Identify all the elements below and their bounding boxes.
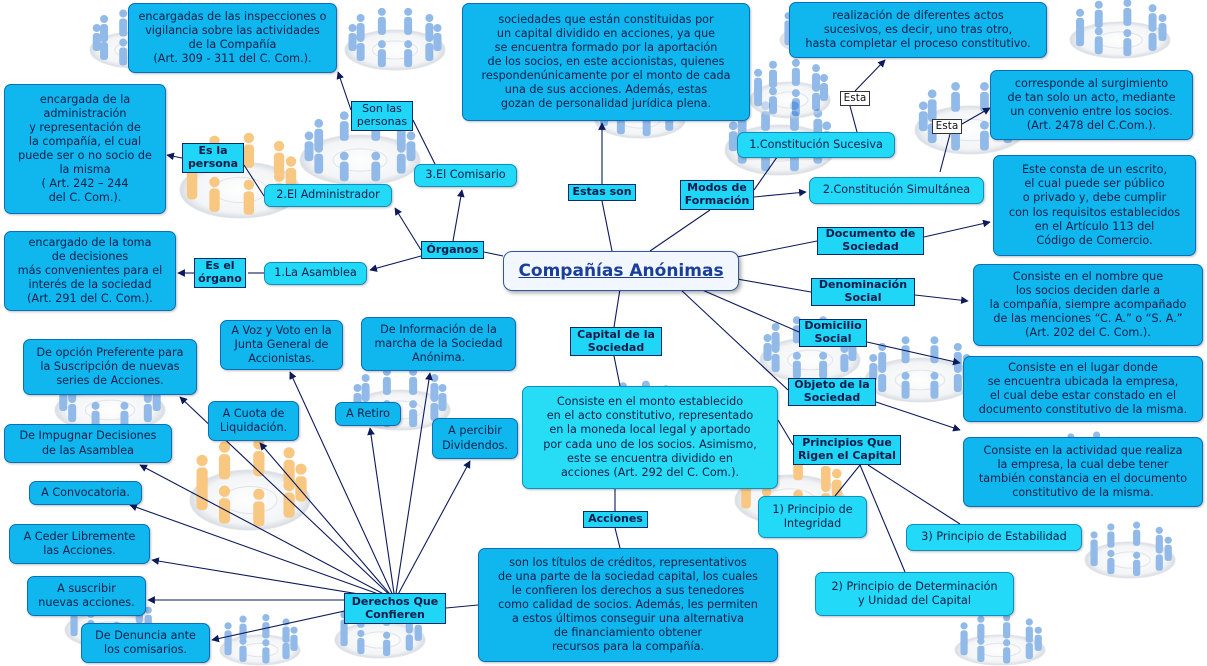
derecho-impugnar[interactable]: De Impugnar Decisiones de las Asamblea <box>4 424 172 463</box>
derecho-denuncia[interactable]: De Denuncia ante los comisarios. <box>81 623 210 663</box>
derecho-voz-voto[interactable]: A Voz y Voto en la Junta General de Acci… <box>220 320 343 370</box>
principio-determinacion-node[interactable]: 2) Principio de Determinación y Unidad d… <box>815 572 1014 616</box>
constitucion-simultanea-node[interactable]: 2.Constitución Simultánea <box>809 177 984 204</box>
esta-label-1[interactable]: Esta <box>840 91 870 106</box>
principio-integridad-node[interactable]: 1) Principio de Integridad <box>758 496 867 538</box>
es-el-organo-label[interactable]: Es el órgano <box>194 258 246 288</box>
comisario-description[interactable]: encargadas de las inspecciones o vigilan… <box>128 3 337 73</box>
administrador-node[interactable]: 2.El Administrador <box>264 184 392 207</box>
documento-sociedad-label[interactable]: Documento de Sociedad <box>817 227 924 255</box>
acciones-label[interactable]: Acciones <box>583 511 648 528</box>
acciones-description[interactable]: son los títulos de créditos, representat… <box>478 548 778 662</box>
people-cluster-illustration <box>1069 0 1171 59</box>
administrador-description[interactable]: encargada de la administración y represe… <box>4 84 166 214</box>
estas-son-label[interactable]: Estas son <box>568 184 636 201</box>
derecho-cuota-liquidacion[interactable]: A Cuota de Liquidación. <box>208 401 299 441</box>
son-las-personas-label[interactable]: Son las personas <box>351 101 413 131</box>
central-topic[interactable]: Compañías Anónimas <box>503 251 739 291</box>
derecho-dividendos[interactable]: A percibir Dividendos. <box>432 418 518 459</box>
people-cluster-illustration <box>954 614 1046 666</box>
people-cluster-illustration <box>864 336 976 403</box>
derecho-informacion[interactable]: De Información de la marcha de la Socied… <box>361 317 516 371</box>
organos-label[interactable]: Órganos <box>421 241 484 259</box>
comisario-node[interactable]: 3.El Comisario <box>414 164 517 187</box>
derecho-convocatoria[interactable]: A Convocatoria. <box>29 481 142 505</box>
derecho-ceder[interactable]: A Ceder Libremente las Acciones. <box>9 524 150 564</box>
modos-formacion-label[interactable]: Modos de Formación <box>680 180 754 210</box>
asamblea-description[interactable]: encargado de la toma de decisiones más c… <box>4 231 176 311</box>
derecho-suscribir[interactable]: A suscribir nuevas acciones. <box>27 576 146 616</box>
es-la-persona-label[interactable]: Es la persona <box>182 143 244 173</box>
capital-description[interactable]: Consiste en el monto establecido en el a… <box>522 386 778 489</box>
principios-capital-label[interactable]: Principios Que Rigen el Capital <box>793 435 901 465</box>
derechos-confieren-label[interactable]: Derechos Que Confieren <box>344 593 446 624</box>
domicilio-social-label[interactable]: Domicilio Social <box>799 319 867 347</box>
sociedades-description[interactable]: sociedades que están constituidas por un… <box>462 3 750 121</box>
documento-description[interactable]: Este consta de un escrito, el cual puede… <box>993 155 1196 256</box>
derecho-preferente[interactable]: De opción Preferente para la Suscripción… <box>23 339 197 395</box>
objeto-sociedad-label[interactable]: Objeto de la Sociedad <box>788 378 876 406</box>
objeto-description[interactable]: Consiste en la actividad que realiza la … <box>963 437 1203 507</box>
denominacion-description[interactable]: Consiste en el nombre que los socios dec… <box>973 264 1203 346</box>
simultanea-description[interactable]: corresponde al surgimiento de tan solo u… <box>990 70 1193 140</box>
domicilio-description[interactable]: Consiste en el lugar donde se encuentra … <box>963 356 1203 422</box>
people-cluster-illustration <box>189 438 311 531</box>
capital-sociedad-label[interactable]: Capital de la Sociedad <box>570 327 662 356</box>
asamblea-node[interactable]: 1.La Asamblea <box>264 262 367 285</box>
constitucion-sucesiva-node[interactable]: 1.Constitución Sucesiva <box>737 132 895 158</box>
people-cluster-illustration <box>1084 521 1176 579</box>
esta-label-2[interactable]: Esta <box>932 119 962 134</box>
principio-estabilidad-node[interactable]: 3) Principio de Estabilidad <box>906 524 1082 551</box>
people-cluster-illustration <box>344 7 446 71</box>
sucesiva-description[interactable]: realización de diferentes actos sucesivo… <box>789 2 1047 58</box>
denominacion-social-label[interactable]: Denominación Social <box>811 278 915 306</box>
people-cluster-illustration <box>749 58 831 119</box>
derecho-retiro[interactable]: A Retiro <box>335 402 401 426</box>
people-cluster-illustration <box>219 614 301 666</box>
